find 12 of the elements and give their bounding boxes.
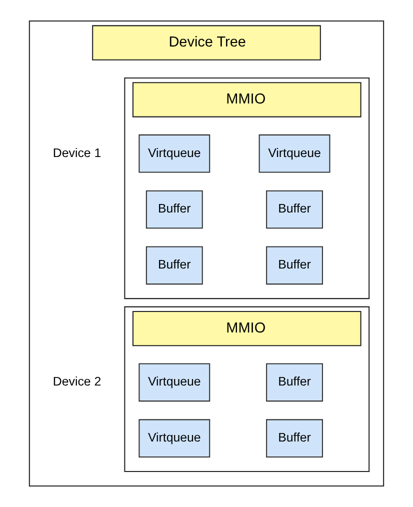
node-box: Virtqueue	[138, 134, 210, 173]
node-box: Buffer	[266, 246, 323, 285]
node-box: Buffer	[146, 190, 203, 229]
node-label: Device 1	[52, 146, 102, 160]
node-label: Device 2	[52, 374, 102, 389]
node-box: Virtqueue	[138, 419, 210, 458]
node-box: Virtqueue	[138, 363, 210, 402]
node-box: Buffer	[266, 419, 323, 458]
node-box: Buffer	[266, 190, 323, 229]
node-box: Virtqueue	[258, 134, 330, 173]
node-box: Buffer	[146, 246, 203, 285]
node-box: Buffer	[266, 363, 323, 402]
